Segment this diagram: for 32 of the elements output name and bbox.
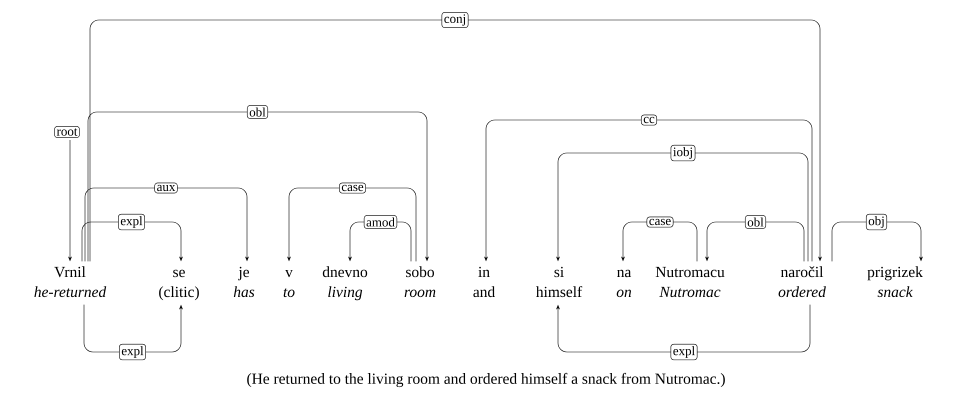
edge-label: root (54, 126, 80, 138)
word-with-gloss: Vrnil he-returned (34, 266, 106, 298)
arc-arrow (556, 304, 810, 352)
edge-label: obl (246, 105, 268, 119)
edge-label: expl (670, 344, 698, 360)
arc-arrow (84, 188, 250, 262)
edge-label: iobj (670, 144, 696, 162)
caption: (He returned to the living room and ordered himself a snack from Nutromac.) (247, 372, 725, 388)
word-with-gloss: se (clitic) (159, 270, 199, 300)
edge-label: expl (119, 344, 146, 360)
word-with-gloss: Nutromacu Nutromac (656, 266, 724, 298)
edge-label: case (646, 216, 674, 228)
word-with-gloss: je has (234, 266, 254, 298)
word-with-gloss: na on (616, 270, 632, 298)
edge-label: expl (118, 214, 145, 230)
edge-label: amod (364, 215, 398, 229)
word-with-gloss: naročil ordered (778, 266, 826, 298)
word-with-gloss: dnevno living (322, 266, 368, 300)
edge-label: aux (154, 182, 178, 194)
arc-arrow (832, 222, 924, 262)
word-with-gloss: sobo room (404, 266, 436, 298)
edge-label: case (339, 182, 366, 194)
word-with-gloss: prigrizek snack (867, 266, 923, 298)
arc-arrow (90, 20, 822, 262)
word-with-gloss: si himself (536, 266, 582, 298)
edge-label: conj (442, 12, 468, 28)
word-with-gloss: v to (284, 270, 295, 298)
edge-label: obj (866, 214, 888, 230)
edge-label: obl (744, 215, 766, 229)
word-with-gloss: in and (473, 266, 495, 298)
arc-arrow (88, 112, 430, 262)
edge-label: cc (640, 114, 658, 126)
